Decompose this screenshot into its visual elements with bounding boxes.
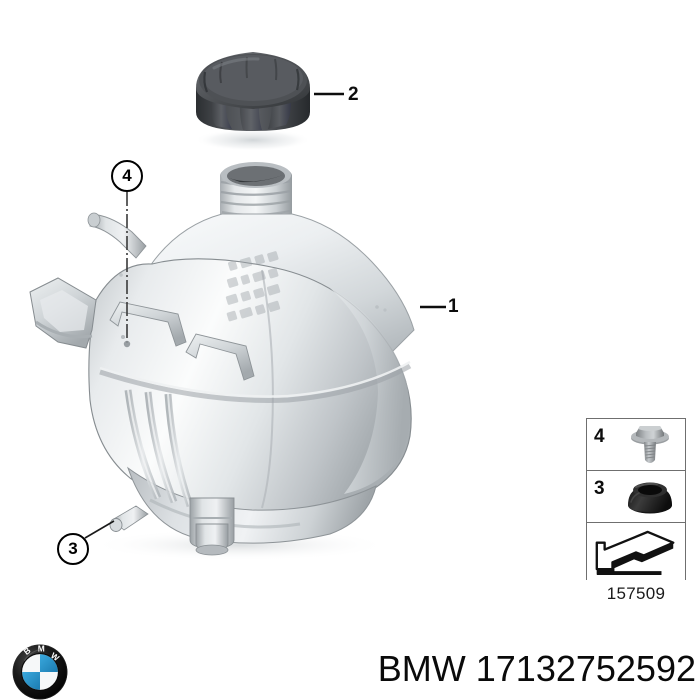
legend-panel: 4 (586, 418, 686, 603)
callout-bubble-4[interactable]: 4 (111, 160, 143, 192)
legend-number-3: 3 (594, 478, 605, 499)
leader-line-callout-3 (84, 520, 115, 539)
svg-text:M: M (38, 644, 45, 653)
filler-neck (220, 162, 292, 226)
legend-row-direction[interactable] (586, 522, 686, 580)
hex-flange-bolt-icon (631, 426, 669, 463)
installation-direction-arrow-icon (595, 530, 675, 576)
bmw-roundel-logo: B M W (12, 644, 68, 700)
footer-bar: B M W BMW 17132752592 (0, 640, 700, 700)
left-mounting-bracket (29, 277, 97, 349)
callout-label-2[interactable]: 2 (348, 84, 359, 105)
part-number-label: BMW 17132752592 (377, 648, 696, 689)
rubber-grommet-icon (628, 482, 672, 514)
upper-vent-tube (87, 212, 147, 259)
lower-grommet-spigot (109, 505, 149, 532)
tank-reinforcement-ribs (124, 389, 194, 508)
callout-label-1[interactable]: 1 (448, 296, 459, 317)
svg-text:B: B (22, 645, 33, 657)
callout-bubble-3[interactable]: 3 (57, 533, 89, 565)
mounting-tabs (109, 301, 255, 381)
embossed-molding-text (225, 251, 281, 322)
legend-number-4: 4 (594, 426, 605, 447)
expansion-tank-cap-art (195, 52, 311, 151)
legend-row-bolt[interactable]: 4 (586, 418, 686, 470)
coolant-expansion-tank-art (29, 162, 415, 561)
legend-row-grommet[interactable]: 3 (586, 470, 686, 522)
bottom-outlet-port (189, 497, 235, 556)
diagram-id-label: 157509 (606, 584, 666, 603)
